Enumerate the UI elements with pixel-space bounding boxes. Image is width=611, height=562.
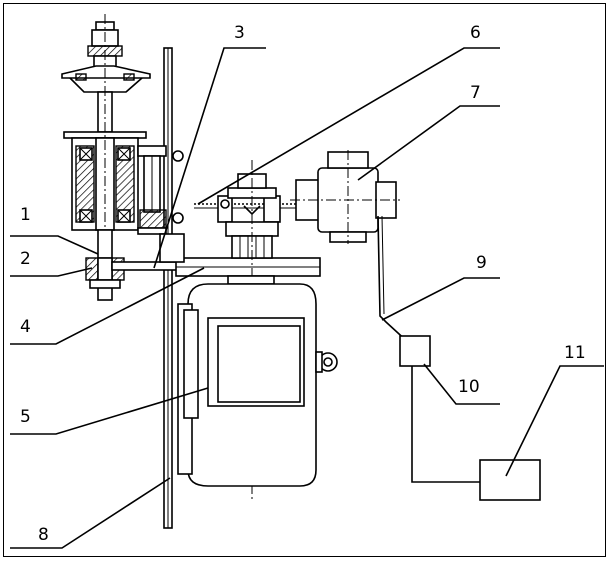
- label-7: 7: [470, 83, 481, 103]
- label-11: 11: [564, 343, 586, 363]
- label-10: 10: [458, 377, 480, 397]
- label-2: 2: [20, 249, 31, 269]
- valve-icon: [290, 150, 400, 244]
- motor-plate-icon: [111, 257, 321, 277]
- diagram-frame: [3, 3, 606, 557]
- leader-lines: [10, 47, 604, 549]
- controller-icon: [479, 459, 541, 501]
- sensor-box-icon: [399, 335, 431, 367]
- label-4: 4: [20, 317, 31, 337]
- spindle-side-bracket-icon: [137, 145, 184, 235]
- label-3: 3: [234, 23, 245, 43]
- label-8: 8: [38, 525, 49, 545]
- label-9: 9: [476, 253, 487, 273]
- control-wire-icon: [411, 366, 480, 483]
- label-1: 1: [20, 205, 31, 225]
- label-6: 6: [470, 23, 481, 43]
- label-5: 5: [20, 407, 31, 427]
- spindle-shaft-icon: [61, 14, 151, 301]
- cable-icon: [377, 215, 411, 345]
- motor-icon: [177, 275, 338, 487]
